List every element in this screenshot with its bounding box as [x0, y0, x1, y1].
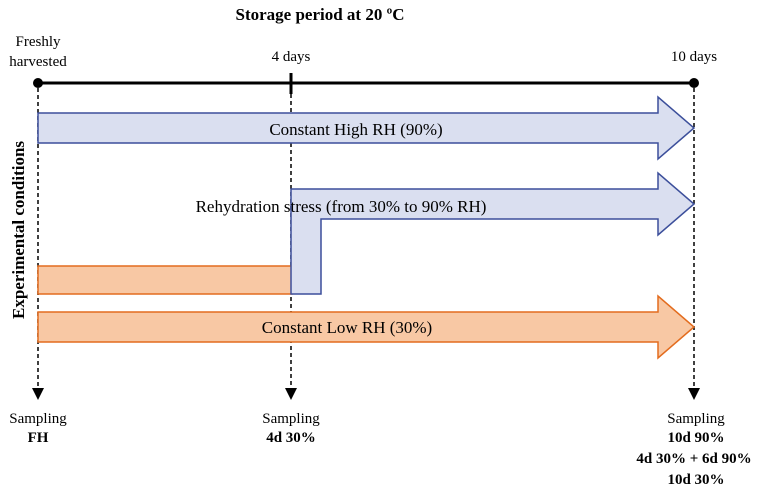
sampling-fh-value: FH — [28, 430, 49, 446]
experimental-conditions-label: Experimental conditions — [9, 141, 28, 319]
timeline-end-label: 10 days — [671, 49, 717, 65]
sampling-fh-word: Sampling — [9, 411, 67, 427]
sampling-10d-value-2: 4d 30% + 6d 90% — [636, 451, 751, 467]
high-rh-arrow — [37, 95, 696, 161]
low-rh-arrow — [37, 294, 696, 360]
timeline-start-label-line2: harvested — [9, 54, 67, 70]
timeline-end-dot — [689, 78, 699, 88]
timeline-start-dot — [33, 78, 43, 88]
rehydration-low-segment — [37, 265, 293, 295]
sampling-4d-value: 4d 30% — [266, 430, 316, 446]
timeline-start-label-line1: Freshly — [16, 34, 62, 50]
high-rh-label: Constant High RH (90%) — [269, 120, 442, 139]
diagram-title: Storage period at 20 ºC — [236, 5, 405, 24]
sampling-4d-word: Sampling — [262, 411, 320, 427]
rehydration-arrow — [290, 171, 696, 295]
sampling-10d-value-3: 10d 30% — [667, 472, 724, 488]
rehydration-label: Rehydration stress (from 30% to 90% RH) — [196, 197, 487, 216]
sampling-10d-value-1: 10d 90% — [667, 430, 724, 446]
timeline-mid-label: 4 days — [272, 49, 311, 65]
sampling-10d-word: Sampling — [667, 411, 725, 427]
low-rh-label: Constant Low RH (30%) — [262, 318, 432, 337]
